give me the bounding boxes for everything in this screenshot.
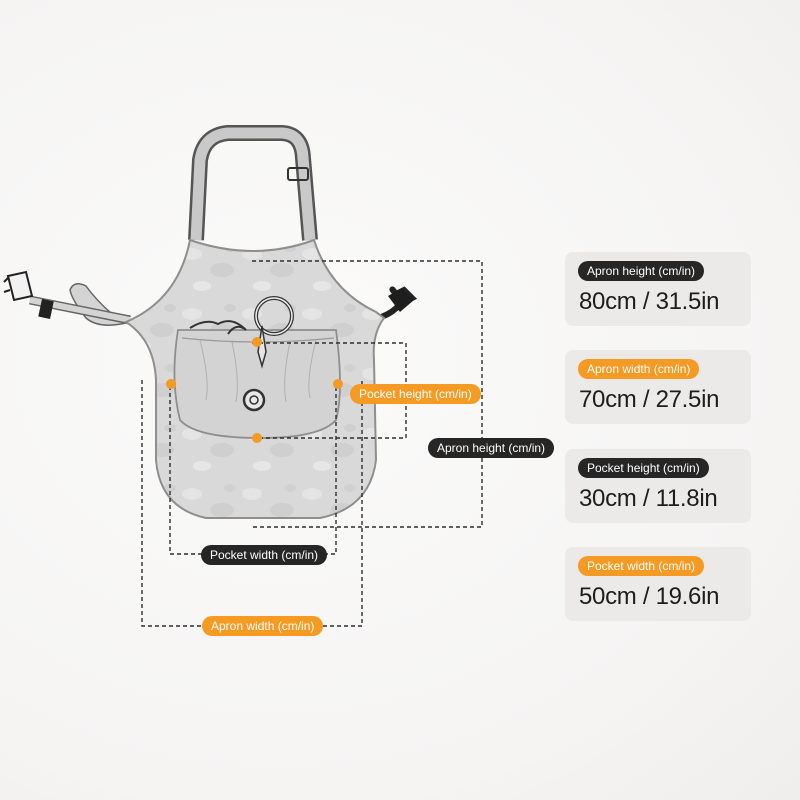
spec-value: 80cm / 31.5in xyxy=(579,288,720,315)
left-buckle-icon xyxy=(3,270,34,302)
towel-icon xyxy=(189,320,247,335)
dimension-marker-dots xyxy=(166,337,343,443)
spec-label: Apron width (cm/in) xyxy=(578,359,700,379)
pocket-width-label: Pocket width (cm/in) xyxy=(201,545,328,565)
spec-label: Pocket height (cm/in) xyxy=(578,458,709,478)
apron-width-label: Apron width (cm/in) xyxy=(202,616,324,636)
pocket-height-label: Pocket height (cm/in) xyxy=(350,384,481,404)
spec-value: 30cm / 11.8in xyxy=(579,485,718,512)
spec-label: Pocket width (cm/in) xyxy=(578,556,705,576)
grommet-icon xyxy=(242,388,266,412)
spec-card-pocket-height: Pocket height (cm/in) 30cm / 11.8in xyxy=(565,449,751,523)
spec-value: 70cm / 27.5in xyxy=(579,386,720,413)
strap-adjuster-buckle xyxy=(287,167,309,181)
spec-label: Apron height (cm/in) xyxy=(578,261,705,281)
spec-value: 50cm / 19.6in xyxy=(579,583,720,610)
spec-card-pocket-width: Pocket width (cm/in) 50cm / 19.6in xyxy=(565,547,751,621)
left-buckle-slider xyxy=(38,298,54,320)
dimension-lines xyxy=(141,260,483,627)
spec-card-apron-width: Apron width (cm/in) 70cm / 27.5in xyxy=(565,350,751,424)
neck-strap xyxy=(188,125,318,241)
apron-height-label: Apron height (cm/in) xyxy=(428,438,555,458)
spec-card-apron-height: Apron height (cm/in) 80cm / 31.5in xyxy=(565,252,751,326)
